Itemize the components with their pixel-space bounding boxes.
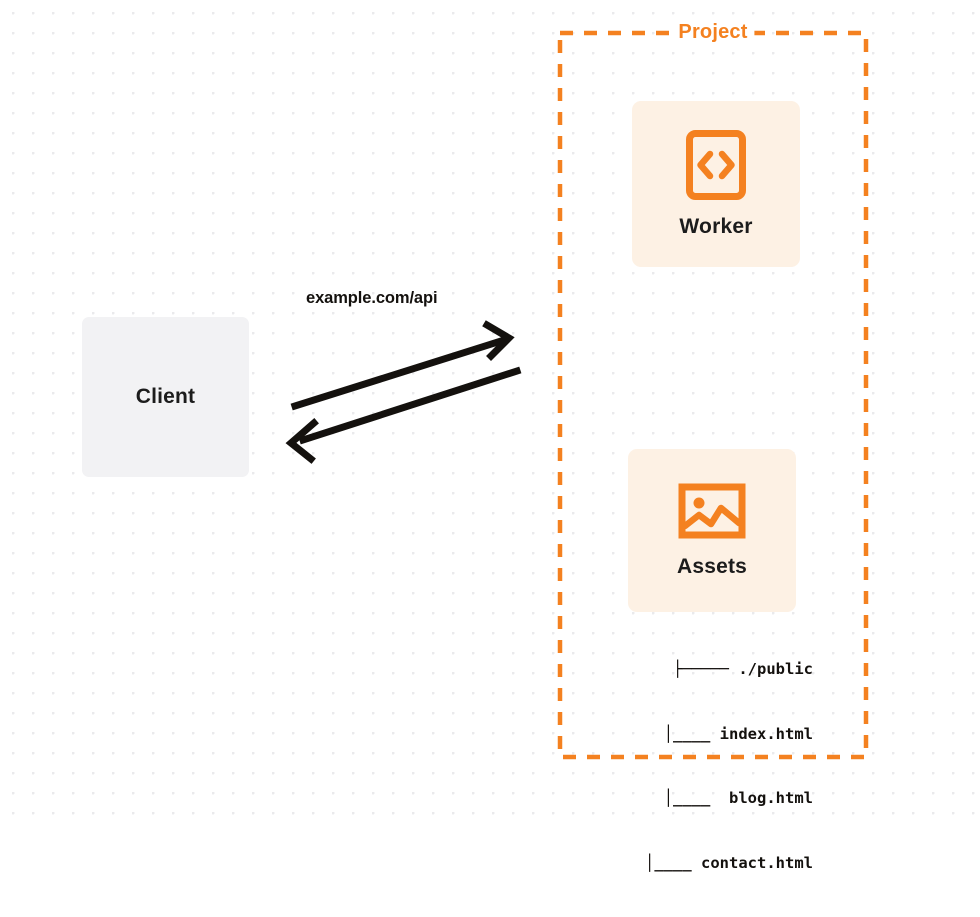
client-label: Client [135,385,196,408]
connection-arrows [285,320,522,464]
worker-card-label: Worker [679,215,753,238]
file-tree-row: │____ index.html [663,724,813,743]
worker-card[interactable]: Worker [632,101,800,267]
client-node[interactable]: Client [82,317,249,477]
project-container: Project Worker Assets ├───── ./public │_… [557,21,869,872]
assets-card-label: Assets [676,554,748,578]
request-arrow-icon [290,320,515,411]
diagram-canvas: Client example.com/api Project Worker [0,0,980,872]
image-icon [678,483,746,538]
connection-label: example.com/api [306,289,438,307]
response-arrow-icon [285,366,522,464]
project-title: Project [671,21,755,44]
file-tree-row: ├───── ./public [673,660,813,678]
assets-card[interactable]: Assets [628,449,796,612]
file-tree-row: │____ blog.html [663,789,813,807]
assets-file-tree: ├───── ./public │____ index.html │____ b… [608,616,813,917]
code-brackets-icon [686,130,746,200]
file-tree-row: │____ contact.html [645,853,813,872]
